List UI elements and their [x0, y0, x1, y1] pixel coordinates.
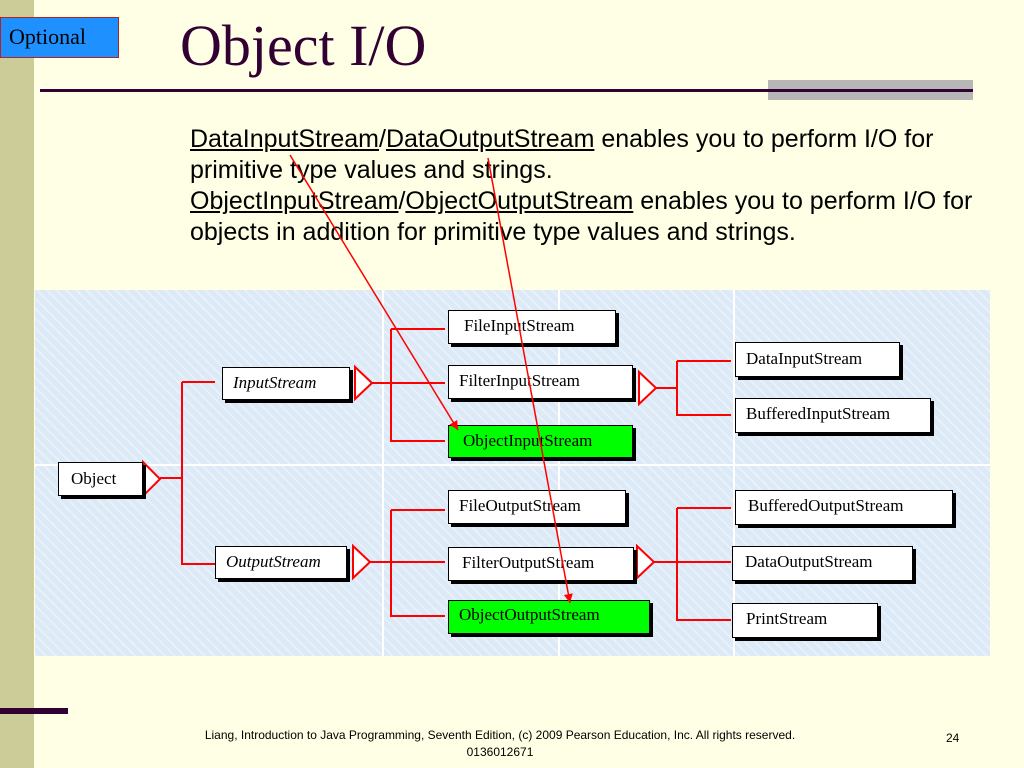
edge-output-children — [390, 510, 445, 617]
edge-object-streams — [181, 382, 215, 565]
edge-input-children — [390, 329, 445, 442]
class-data-output-stream: DataOutputStream — [732, 546, 913, 581]
class-file-input-stream: FileInputStream — [448, 310, 616, 344]
separator: / — [379, 125, 386, 153]
body-paragraph-1: DataInputStream/DataOutputStream enables… — [190, 124, 990, 186]
footer-copyright: Liang, Introduction to Java Programming,… — [204, 728, 796, 759]
object-input-stream-link[interactable]: ObjectInputStream — [190, 187, 399, 215]
triangle-output — [352, 543, 372, 581]
triangle-filter-input — [638, 369, 658, 407]
edge-filter-output-children — [676, 508, 731, 621]
title-rule-end — [768, 89, 973, 92]
triangle-input — [354, 364, 374, 402]
slide-title: Object I/O — [180, 13, 427, 78]
data-input-stream-link[interactable]: DataInputStream — [190, 125, 379, 153]
inheritance-lines — [142, 328, 731, 621]
class-print-stream: PrintStream — [732, 603, 878, 638]
class-buffered-input-stream: BufferedInputStream — [735, 398, 931, 433]
object-output-stream-link[interactable]: ObjectOutputStream — [405, 187, 634, 215]
body-text: DataInputStream/DataOutputStream enables… — [190, 124, 990, 248]
edge-filter-input-children — [676, 361, 731, 416]
left-accent-dash — [0, 708, 68, 714]
class-input-stream: InputStream — [222, 367, 350, 400]
class-object: Object — [58, 462, 143, 496]
left-accent-bar — [0, 0, 34, 768]
class-file-output-stream: FileOutputStream — [448, 490, 626, 524]
class-hierarchy-diagram: Object InputStream OutputStream FileInpu… — [35, 290, 990, 656]
class-filter-input-stream: FilterInputStream — [448, 365, 633, 399]
body-paragraph-1-text: enables you to perform I/O for primitive… — [190, 125, 934, 184]
class-buffered-output-stream: BufferedOutputStream — [735, 490, 953, 525]
body-paragraph-2: ObjectInputStream/ObjectOutputStream ena… — [190, 186, 990, 248]
triangle-filter-output — [636, 543, 656, 581]
triangle-object — [142, 459, 162, 499]
separator: / — [398, 187, 406, 215]
class-object-output-stream: ObjectOutputStream — [448, 600, 650, 634]
title-rule — [40, 89, 973, 92]
arrow-to-object-output-stream — [487, 157, 573, 604]
body-paragraph-2-text: enables you to perform I/O for objects i… — [190, 187, 973, 246]
class-output-stream: OutputStream — [215, 546, 347, 579]
data-output-stream-link[interactable]: DataOutputStream — [385, 125, 595, 153]
arrow-to-object-input-stream — [289, 154, 459, 431]
optional-badge: Optional — [0, 17, 119, 58]
page-number: 24 — [946, 731, 960, 745]
class-data-input-stream: DataInputStream — [735, 342, 900, 377]
